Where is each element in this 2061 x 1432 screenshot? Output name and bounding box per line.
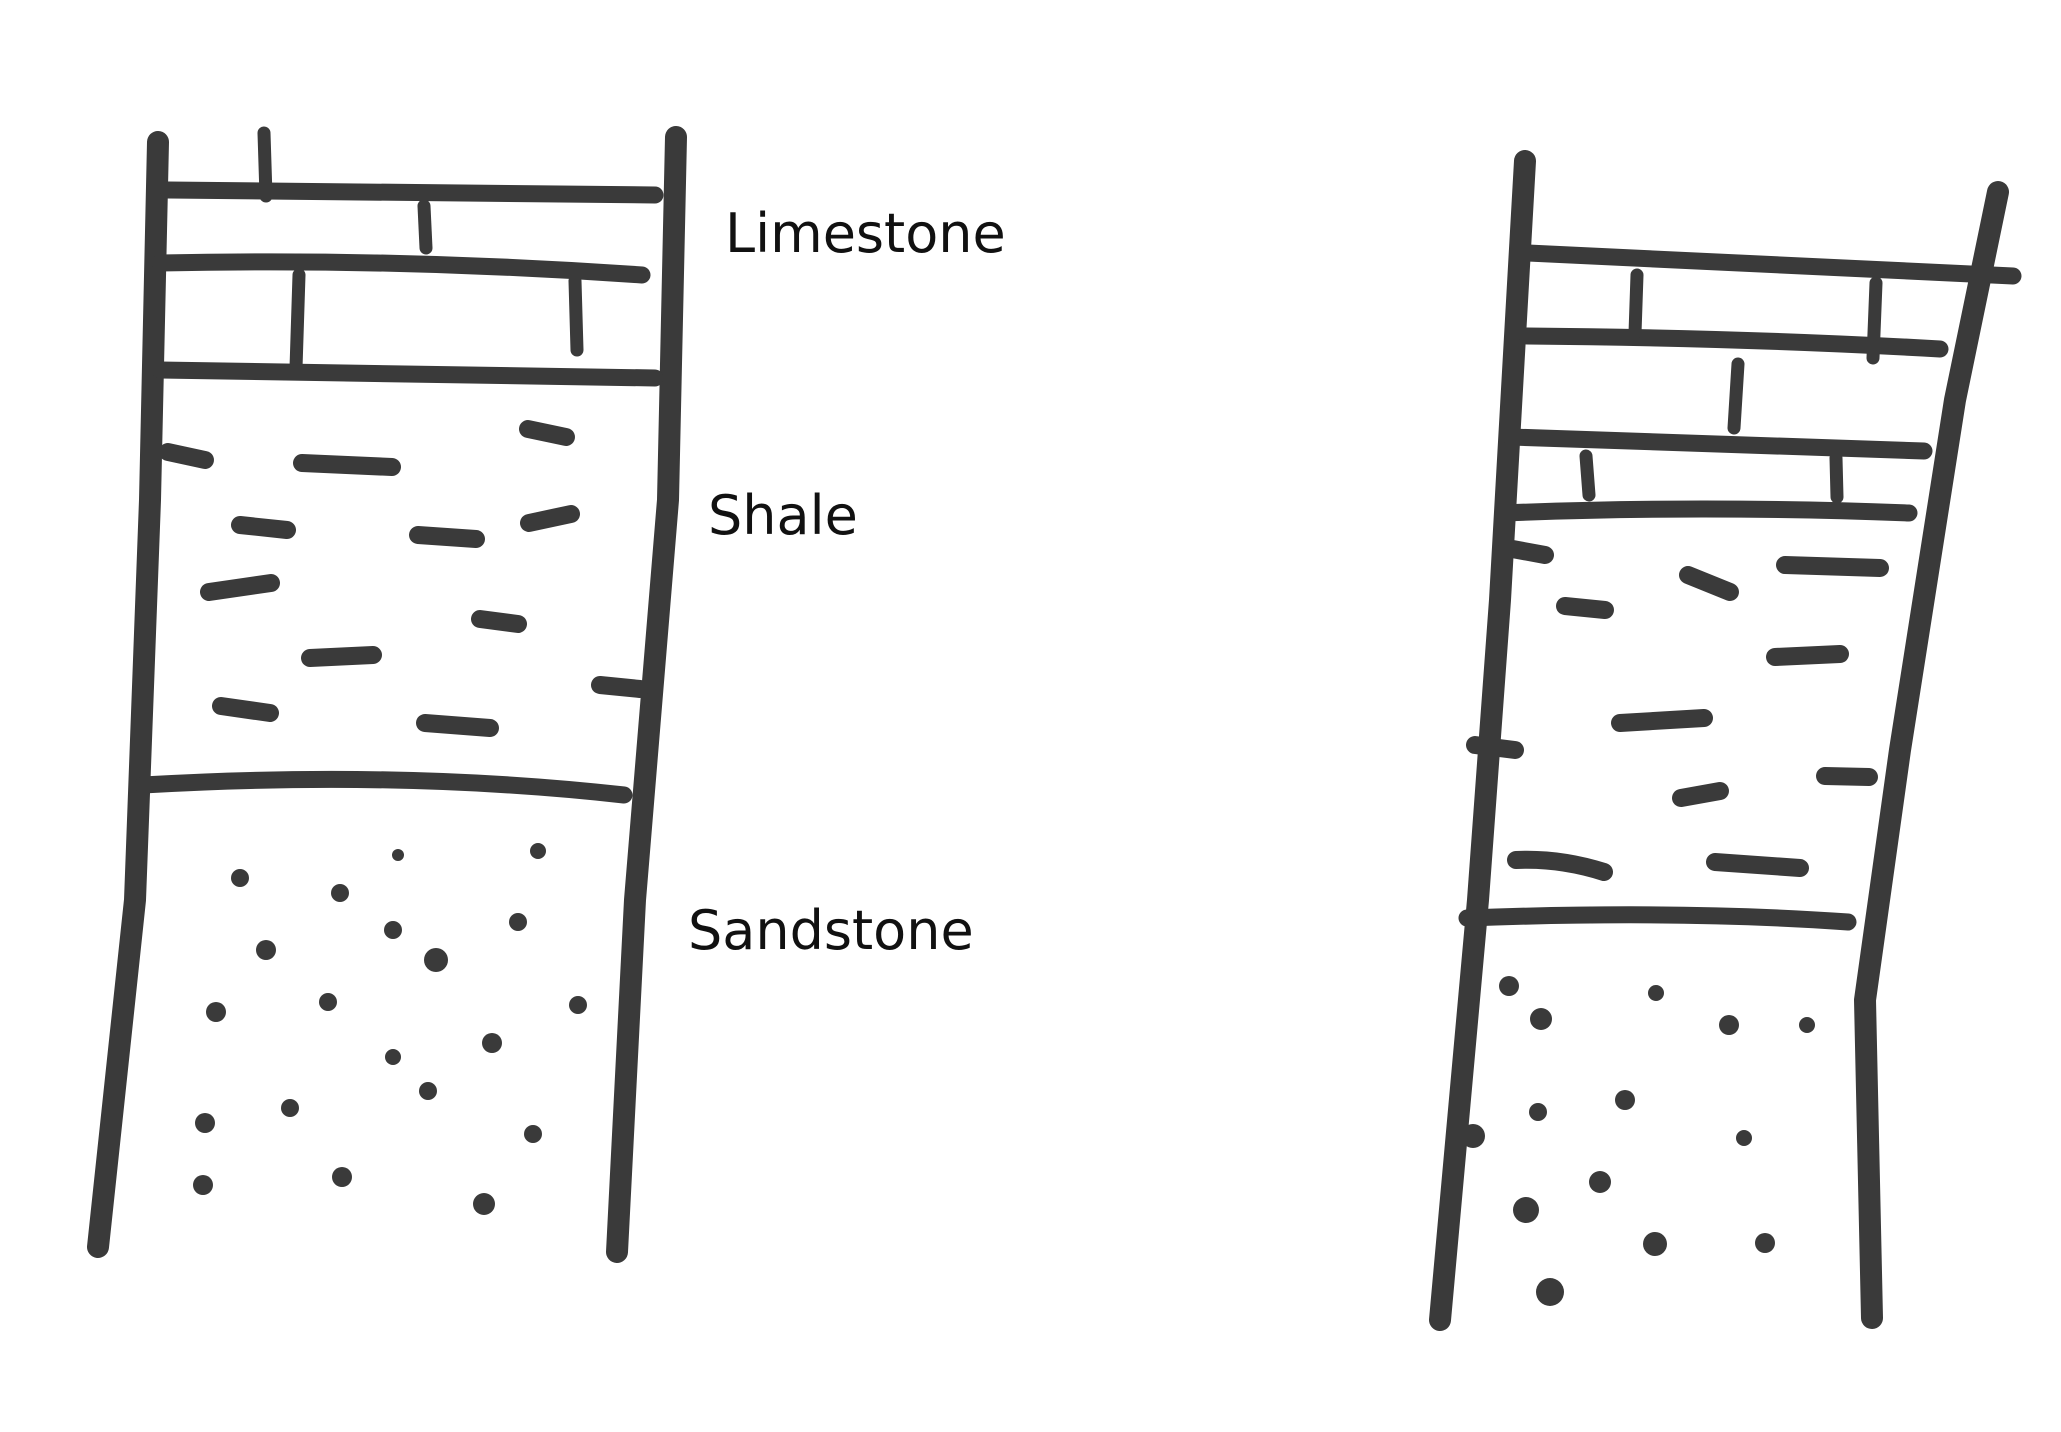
left-column [87, 126, 687, 1263]
left-limestone-layer [151, 126, 664, 387]
left-sandstone-layer [193, 843, 587, 1215]
limestone-label: Limestone [725, 202, 1006, 265]
right-column [1429, 150, 2022, 1331]
left-column-left-wall [87, 131, 169, 1258]
right-limestone-layer [1495, 244, 2022, 522]
right-column-right-wall [1854, 181, 2009, 1329]
left-column-right-wall [606, 126, 687, 1263]
sandstone-label: Sandstone [688, 899, 974, 962]
right-shale-layer [1458, 539, 1889, 931]
right-sandstone-layer [1461, 976, 1815, 1306]
shale-label: Shale [708, 484, 858, 547]
left-shale-layer [134, 420, 649, 804]
